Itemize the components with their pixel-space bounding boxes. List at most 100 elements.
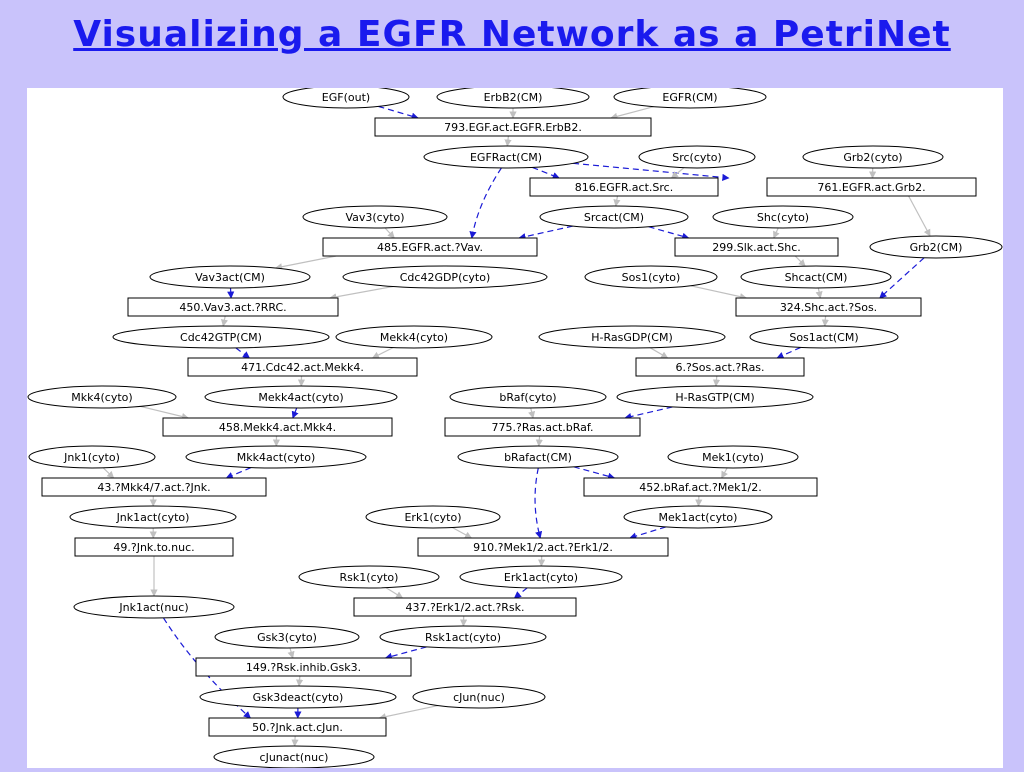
arc-p-cdc42gdp-cyto-to-t450 <box>330 287 393 299</box>
place-rsk1-cyto: Rsk1(cyto) <box>299 566 439 588</box>
transition-816-egfr-act-src: 816.EGFR.act.Src. <box>530 178 718 196</box>
arc-p-hrasgdp-cm-to-t6 <box>650 348 667 358</box>
place-cjunact-nuc: cJunact(nuc) <box>214 746 374 768</box>
transition-label: 49.?Jnk.to.nuc. <box>113 541 194 554</box>
arc-p-rsk1act-cyto-to-t149 <box>386 647 427 658</box>
place-label: H-RasGDP(CM) <box>591 331 673 344</box>
transition-761-egfr-act-grb2: 761.EGFR.act.Grb2. <box>767 178 976 196</box>
arc-p-srcact-cm-to-t299 <box>649 227 689 238</box>
place-mkk4-cyto: Mkk4(cyto) <box>28 386 176 408</box>
place-label: Rsk1(cyto) <box>340 571 399 584</box>
place-rsk1act-cyto: Rsk1act(cyto) <box>380 626 546 648</box>
place-gsk3-cyto: Gsk3(cyto) <box>215 626 359 648</box>
arc-t485-to-p-vav3act-cm <box>276 256 337 268</box>
transition-label: 458.Mekk4.act.Mkk4. <box>219 421 336 434</box>
transition-49-jnk-to-nuc: 49.?Jnk.to.nuc. <box>75 538 233 556</box>
place-label: cJun(nuc) <box>453 691 505 704</box>
arc-p-brafact-cm-to-t910 <box>535 468 540 538</box>
place-srcact-cm: Srcact(CM) <box>540 206 688 228</box>
place-h-rasgtp-cm: H-RasGTP(CM) <box>617 386 813 408</box>
transition-label: 324.Shc.act.?Sos. <box>780 301 877 314</box>
place-label: Shcact(CM) <box>785 271 848 284</box>
arc-p-srcact-cm-to-t485 <box>519 226 573 238</box>
transition-label: 485.EGFR.act.?Vav. <box>377 241 483 254</box>
place-h-rasgdp-cm: H-RasGDP(CM) <box>539 326 725 348</box>
arc-p-rsk1-cyto-to-t437 <box>386 588 403 598</box>
place-label: cJunact(nuc) <box>260 751 329 764</box>
place-label: Cdc42GTP(CM) <box>180 331 262 344</box>
place-braf-cyto: bRaf(cyto) <box>450 386 606 408</box>
transition-452-braf-act-mek1-2: 452.bRaf.act.?Mek1/2. <box>584 478 817 496</box>
place-sos1-cyto: Sos1(cyto) <box>585 266 717 288</box>
transition-label: 450.Vav3.act.?RRC. <box>179 301 286 314</box>
place-label: Sos1(cyto) <box>622 271 681 284</box>
place-label: ErbB2(CM) <box>484 91 543 104</box>
arc-p-vav3act-cm-to-t450 <box>231 288 232 298</box>
transition-label: 299.Slk.act.Shc. <box>712 241 801 254</box>
place-label: Rsk1act(cyto) <box>425 631 501 644</box>
arc-p-egfract-cm-to-t485 <box>472 168 502 238</box>
arc-p-braf-cyto-to-t775 <box>531 408 533 418</box>
arc-p-erk1act-cyto-to-t437 <box>514 588 527 598</box>
transition-label: 816.EGFR.act.Src. <box>575 181 673 194</box>
place-label: Jnk1(cyto) <box>63 451 120 464</box>
arc-t816-to-p-srcact-cm <box>616 196 618 206</box>
arc-p-egfract-cm-to-t816 <box>532 167 559 178</box>
place-cjun-nuc: cJun(nuc) <box>413 686 545 708</box>
place-jnk1act-nuc: Jnk1act(nuc) <box>74 596 234 618</box>
arc-p-mekk4-cyto-to-t471 <box>373 348 394 358</box>
place-mek1-cyto: Mek1(cyto) <box>668 446 798 468</box>
arc-p-sos1act-cm-to-t6 <box>777 347 801 358</box>
transition-label: 437.?Erk1/2.act.?Rsk. <box>405 601 524 614</box>
place-grb2-cm: Grb2(CM) <box>870 236 1002 258</box>
place-label: Cdc42GDP(cyto) <box>400 271 491 284</box>
place-mekk4act-cyto: Mekk4act(cyto) <box>205 386 397 408</box>
transition-label: 761.EGFR.act.Grb2. <box>817 181 925 194</box>
place-label: EGFR(CM) <box>662 91 717 104</box>
transition-471-cdc42-act-mekk4: 471.Cdc42.act.Mekk4. <box>188 358 417 376</box>
place-erbb2-cm: ErbB2(CM) <box>437 88 589 108</box>
place-src-cyto: Src(cyto) <box>639 146 755 168</box>
place-label: Vav3act(CM) <box>195 271 265 284</box>
arc-p-mkk4act-cyto-to-t43 <box>226 468 251 478</box>
place-label: Mkk4act(cyto) <box>237 451 316 464</box>
transition-label: 452.bRaf.act.?Mek1/2. <box>639 481 761 494</box>
transition-50-jnk-act-cjun: 50.?Jnk.act.cJun. <box>209 718 386 736</box>
place-label: EGFRact(CM) <box>470 151 542 164</box>
transition-775-ras-act-braf: 775.?Ras.act.bRaf. <box>445 418 640 436</box>
place-sos1act-cm: Sos1act(CM) <box>750 326 898 348</box>
arc-p-egfr-cm-to-t793 <box>611 107 654 118</box>
transition-6-sos-act-ras: 6.?Sos.act.?Ras. <box>636 358 804 376</box>
place-label: Jnk1act(nuc) <box>118 601 188 614</box>
place-vav3act-cm: Vav3act(CM) <box>150 266 310 288</box>
place-gsk3deact-cyto: Gsk3deact(cyto) <box>200 686 396 708</box>
place-label: Gsk3(cyto) <box>257 631 317 644</box>
slide-title: Visualizing a EGFR Network as a PetriNet <box>0 14 1024 55</box>
arc-t6-to-p-hrasgtp-cm <box>716 376 717 386</box>
arc-t50-to-p-cjunact-nuc <box>295 736 296 746</box>
transition-label: 471.Cdc42.act.Mekk4. <box>241 361 364 374</box>
arc-p-brafact-cm-to-t452 <box>574 467 615 478</box>
arc-p-egf-out-to-t793 <box>378 106 418 118</box>
arc-p-jnk1-cyto-to-t43 <box>103 468 114 478</box>
transition-label: 50.?Jnk.act.cJun. <box>252 721 343 734</box>
transition-793-egf-act-egfr-erbb2: 793.EGF.act.EGFR.ErbB2. <box>375 118 651 136</box>
transition-299-slk-act-shc: 299.Slk.act.Shc. <box>675 238 838 256</box>
place-label: Erk1act(cyto) <box>504 571 578 584</box>
place-shcact-cm: Shcact(CM) <box>741 266 891 288</box>
transition-437-erk1-2-act-rsk: 437.?Erk1/2.act.?Rsk. <box>354 598 576 616</box>
arc-p-mkk4-cyto-to-t458 <box>141 406 189 418</box>
transition-458-mekk4-act-mkk4: 458.Mekk4.act.Mkk4. <box>163 418 392 436</box>
place-vav3-cyto: Vav3(cyto) <box>303 206 447 228</box>
arc-t149-to-p-gsk3deact-cyto <box>299 676 300 686</box>
arc-p-cjun-nuc-to-t50 <box>379 706 438 718</box>
transition-450-vav3-act-rrc: 450.Vav3.act.?RRC. <box>128 298 338 316</box>
place-jnk1act-cyto: Jnk1act(cyto) <box>70 506 236 528</box>
place-label: Grb2(cyto) <box>843 151 902 164</box>
arc-p-gsk3-cyto-to-t149 <box>290 648 293 658</box>
arc-t324-to-p-sos1act-cm <box>825 316 826 326</box>
arc-t793-to-p-egfract-cm <box>507 136 508 146</box>
arc-t761-to-p-grb2-cm <box>909 196 931 236</box>
transition-label: 149.?Rsk.inhib.Gsk3. <box>246 661 361 674</box>
place-label: bRafact(CM) <box>504 451 572 464</box>
